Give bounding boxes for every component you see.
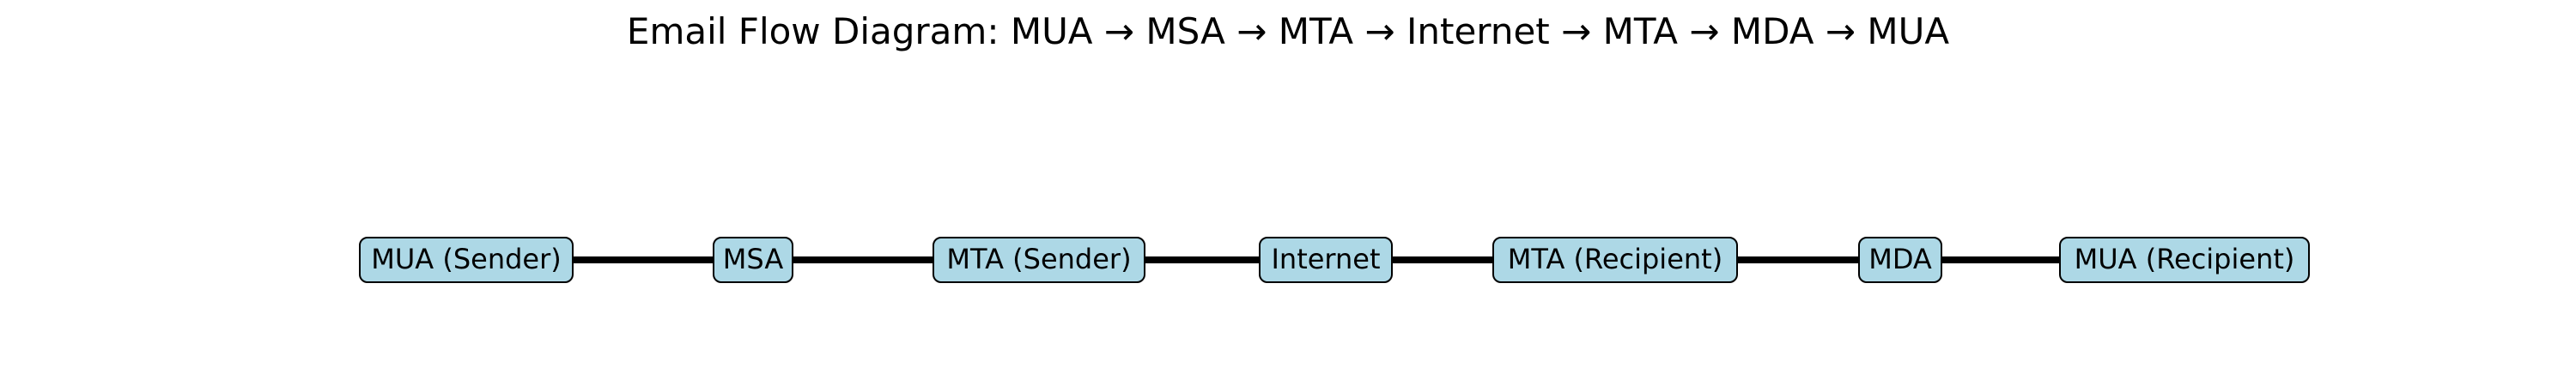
node-mta-recipient: MTA (Recipient): [1492, 237, 1738, 283]
node-mua-recipient: MUA (Recipient): [2059, 237, 2310, 283]
node-internet: Internet: [1259, 237, 1393, 283]
connector-line: [1735, 256, 1862, 263]
connector-line: [570, 256, 716, 263]
node-mua-sender: MUA (Sender): [359, 237, 574, 283]
connector-line: [1389, 256, 1496, 263]
connector-line: [1939, 256, 2063, 263]
node-mta-sender: MTA (Sender): [933, 237, 1145, 283]
node-mda: MDA: [1858, 237, 1942, 283]
node-msa: MSA: [713, 237, 793, 283]
connector-line: [790, 256, 936, 263]
diagram-title: Email Flow Diagram: MUA → MSA → MTA → In…: [626, 10, 1950, 52]
connector-line: [1142, 256, 1262, 263]
